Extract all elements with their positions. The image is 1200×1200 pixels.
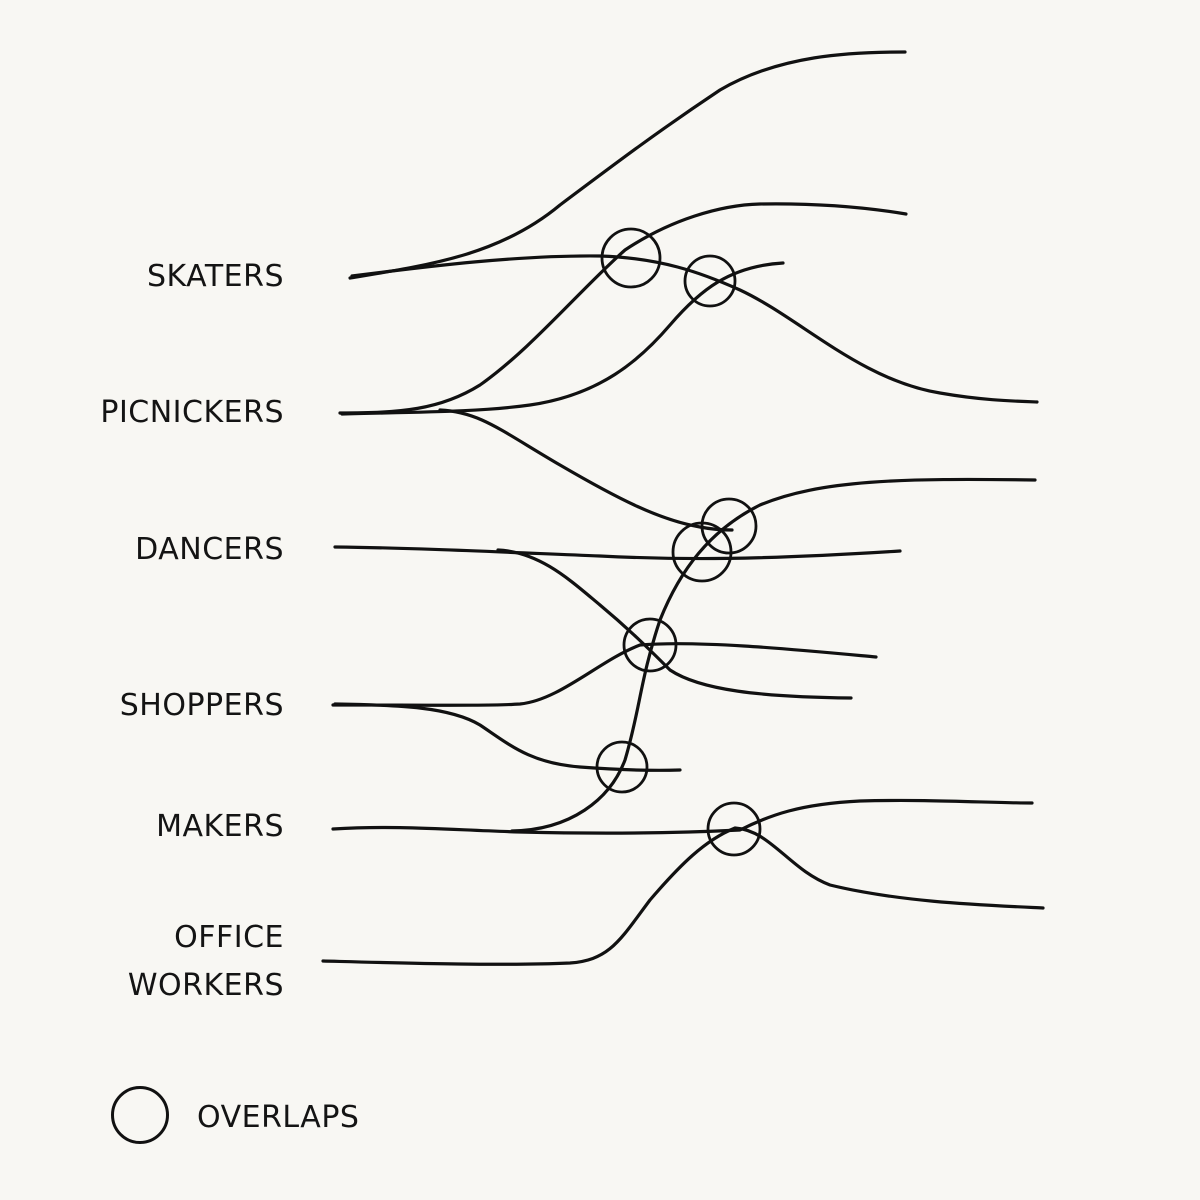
overlap-marker bbox=[595, 740, 649, 794]
flow-line-makers-straight bbox=[331, 798, 1034, 835]
flow-line-picnickers-to-upper bbox=[338, 202, 908, 415]
flow-line-picnickers-to-dancers bbox=[438, 408, 734, 532]
group-label-skaters: SKATERS bbox=[146, 259, 284, 294]
flow-line-shoppers-to-right bbox=[331, 642, 878, 707]
group-label-picnickers: PICNICKERS bbox=[100, 395, 284, 430]
overlap-marker bbox=[622, 617, 678, 673]
flow-line-dancers-to-shoppers bbox=[496, 548, 853, 700]
group-label-dancers: DANCERS bbox=[135, 532, 284, 567]
overlap-marker bbox=[600, 227, 662, 289]
flow-line-shoppers-to-makers bbox=[333, 702, 682, 772]
flow-line-dancers-straight bbox=[333, 545, 902, 561]
flow-line-skaters-to-right bbox=[350, 254, 1039, 404]
overlap-marker bbox=[683, 254, 737, 308]
overlap-marker bbox=[700, 497, 758, 555]
group-label-office-workers: OFFICE WORKERS bbox=[127, 920, 284, 1003]
overlap-marker bbox=[706, 801, 762, 857]
group-label-shoppers: SHOPPERS bbox=[119, 688, 284, 723]
flow-line-skaters-to-top bbox=[348, 50, 907, 280]
flow-line-makers-to-upper-right bbox=[510, 477, 1037, 833]
group-label-makers: MAKERS bbox=[156, 809, 284, 844]
flow-line-picnickers-to-skaters-zone bbox=[340, 261, 785, 416]
flow-line-office-workers bbox=[321, 826, 1045, 966]
legend-overlap-circle-icon bbox=[111, 1086, 169, 1144]
legend-overlap-label: OVERLAPS bbox=[197, 1100, 360, 1135]
overlap-marker bbox=[671, 521, 733, 583]
